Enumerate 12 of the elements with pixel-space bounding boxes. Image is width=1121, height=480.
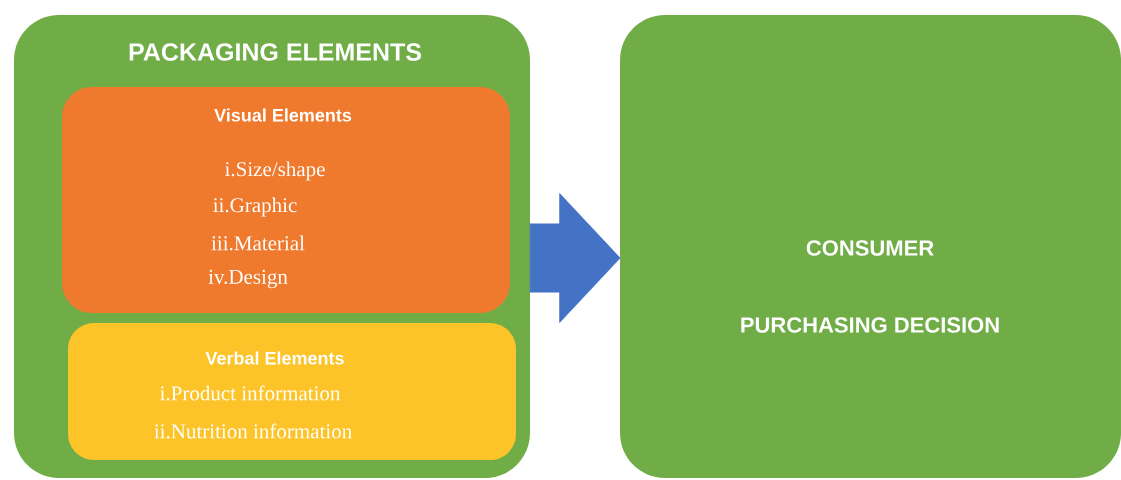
list-item: iii.Material bbox=[211, 235, 305, 251]
list-item: i.Size/shape bbox=[225, 161, 325, 181]
box-heading: Verbal Elements bbox=[205, 351, 344, 365]
list-item: ii.Nutrition information bbox=[154, 423, 352, 439]
box-text: CONSUMER bbox=[806, 240, 934, 256]
list-item: i.Product information bbox=[160, 385, 341, 401]
box-heading: PACKAGING ELEMENTS bbox=[129, 43, 421, 61]
block-arrow bbox=[529, 193, 621, 323]
box-heading: Visual Elements bbox=[214, 108, 352, 122]
list-item: iv.Design bbox=[208, 269, 288, 289]
box-text: PURCHASING DECISION bbox=[741, 317, 999, 333]
list-item: ii.Graphic bbox=[213, 197, 297, 217]
